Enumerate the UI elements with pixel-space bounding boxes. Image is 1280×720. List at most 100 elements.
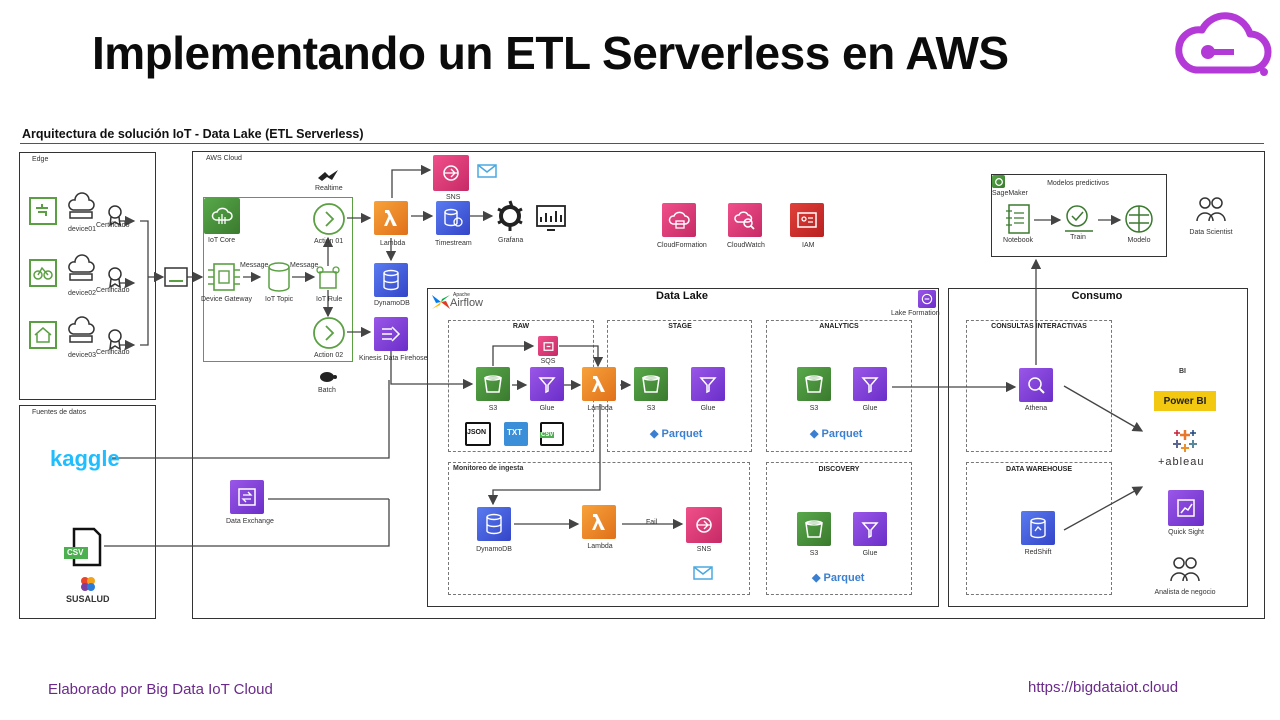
parquet-icon: ◆: [810, 428, 822, 440]
raw-lambda-icon: [582, 367, 616, 401]
cloudformation-label: CloudFormation: [657, 242, 707, 249]
cert03-label: Certificado: [96, 349, 130, 356]
iam-label: IAM: [802, 242, 815, 249]
raw-csv-file-icon: CSV: [540, 422, 564, 446]
iot-rule-icon: [316, 266, 340, 289]
raw-csv-label: CSV: [540, 432, 555, 438]
airflow-logo-icon: [432, 295, 450, 309]
monitoreo-sns-label: SNS: [696, 546, 712, 553]
sagemaker-label: SageMaker: [992, 190, 1028, 197]
grafana-label: Grafana: [498, 237, 524, 244]
dynamodb-icon: [374, 263, 408, 297]
lake-formation-icon: [918, 290, 936, 308]
analytics-glue-icon: [853, 367, 887, 401]
raw-label: RAW: [512, 323, 530, 330]
analytics-glue-label: Glue: [862, 405, 878, 412]
quicksight-icon: [1168, 490, 1204, 526]
footer-url-link[interactable]: https://bigdataiot.cloud: [1028, 679, 1179, 696]
consultas-section: [966, 320, 1112, 452]
cert01-label: Certificado: [96, 222, 130, 229]
analyst-users-icon: [1170, 557, 1200, 582]
monitoreo-lambda-icon: [582, 505, 616, 539]
raw-lambda-label: Lambda: [587, 405, 613, 412]
realtime-label: Realtime: [315, 185, 343, 192]
warehouse-label: DATA WAREHOUSE: [1006, 466, 1072, 473]
csv-file-icon: CSV: [64, 527, 102, 567]
sns-icon: [433, 155, 469, 191]
cloud-router-icon: [68, 192, 95, 219]
lambda-label: Lambda: [380, 240, 406, 247]
discovery-glue-label: Glue: [862, 550, 878, 557]
txt-label: TXT: [507, 428, 523, 437]
kinesis-firehose-icon: [374, 317, 408, 351]
susalud-label: SUSALUD: [66, 594, 110, 604]
athena-label: Athena: [1024, 405, 1048, 412]
certificate-icon: [108, 329, 122, 350]
home-sensor-icon: [29, 321, 57, 349]
datalake-title: Data Lake: [656, 290, 708, 302]
csv-label: CSV: [67, 548, 84, 557]
action02-label: Action 02: [314, 352, 344, 359]
data-exchange-icon: [230, 480, 264, 514]
notebook-label: Notebook: [1003, 237, 1033, 244]
realtime-bird-icon: [318, 170, 338, 181]
discovery-s3-icon: [797, 512, 831, 546]
discovery-glue-icon: [853, 512, 887, 546]
iot-topic-label: IoT Topic: [265, 296, 294, 303]
gateway-device-icon: [164, 267, 188, 287]
device02-group: device02 Certificado: [28, 254, 129, 297]
device02-label: device02: [68, 290, 97, 297]
kinesis-label: Kinesis Data Firehose: [359, 355, 428, 362]
device03-group: device03 Certificado: [28, 316, 129, 359]
stage-glue-label: Glue: [700, 405, 716, 412]
analytics-s3-label: S3: [809, 405, 819, 412]
raw-glue-label: Glue: [539, 405, 555, 412]
monitoreo-dynamodb-label: DynamoDB: [476, 546, 512, 553]
analytics-label: ANALYTICS: [819, 323, 859, 330]
airflow-label: Airflow: [450, 297, 484, 309]
certificate-icon: [108, 267, 122, 288]
faucet-sensor-icon: [29, 197, 57, 225]
cloudwatch-label: CloudWatch: [727, 242, 765, 249]
certificate-icon: [108, 205, 122, 226]
email-icon: [693, 566, 713, 580]
message1-label: Message: [240, 262, 269, 269]
sources-box: [19, 405, 156, 619]
analytics-parquet-label: ◆ Parquet: [810, 427, 862, 440]
consultas-label: CONSULTAS INTERACTIVAS: [991, 323, 1087, 330]
analytics-section: [766, 320, 912, 452]
discovery-label: DISCOVERY: [818, 466, 860, 473]
tableau-label: +ableau: [1158, 456, 1205, 468]
iot-core-icon: [204, 198, 240, 234]
grafana-icon: [497, 200, 523, 231]
cert02-label: Certificado: [96, 287, 130, 294]
analista-label: Analista de negocio: [1154, 589, 1216, 596]
device01-group: device01 Certificado: [28, 192, 129, 233]
stage-parquet-label: ◆ Parquet: [650, 427, 702, 440]
sagemaker-icon: [992, 175, 1005, 188]
modelo-brain-icon: [1125, 205, 1153, 233]
discovery-parquet-label: ◆ Parquet: [812, 571, 864, 584]
action01-label: Action 01: [314, 238, 344, 245]
parquet-icon: ◆: [650, 428, 662, 440]
lake-formation-label: Lake Formation: [891, 310, 940, 317]
batch-label: Batch: [318, 387, 336, 394]
txt-file-icon: TXT: [504, 422, 528, 446]
redshift-label: RedShift: [1024, 549, 1052, 556]
bike-sensor-icon: [29, 259, 57, 287]
consumo-box: [948, 288, 1248, 607]
timestream-label: Timestream: [435, 240, 472, 247]
data-scientist-users-icon: [1196, 197, 1226, 222]
timestream-icon: [436, 201, 470, 235]
redshift-icon: [1021, 511, 1055, 545]
warehouse-section: [966, 462, 1112, 595]
divider: [20, 143, 1264, 144]
monitoreo-lambda-label: Lambda: [587, 543, 613, 550]
consumo-title: Consumo: [1071, 290, 1123, 302]
discovery-s3-label: S3: [809, 550, 819, 557]
cloud-router-icon: [68, 316, 95, 343]
susalud-logo-icon: [81, 577, 95, 591]
device01-label: device01: [68, 226, 97, 233]
modelo-label: Modelo: [1127, 237, 1151, 244]
